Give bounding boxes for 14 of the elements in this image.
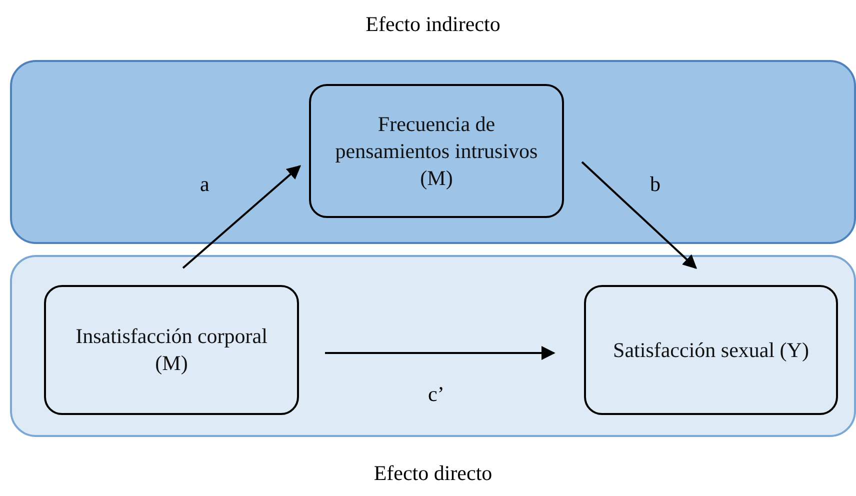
band-heading: Efecto directo xyxy=(372,461,494,486)
variable-box xyxy=(584,285,838,415)
arrow xyxy=(581,161,698,269)
edge-label: c’ xyxy=(428,382,444,407)
variable-label: Satisfacción sexual (Y) xyxy=(613,336,809,364)
band-heading: Efecto indirecto xyxy=(364,12,502,37)
arrow xyxy=(182,165,302,269)
variable-label: Insatisfacción corporal (M) xyxy=(74,323,268,377)
arrow xyxy=(325,346,556,360)
edge-label: a xyxy=(200,172,210,197)
variable-box xyxy=(44,285,299,415)
variable-box xyxy=(309,84,564,218)
edge-label: b xyxy=(650,172,660,197)
variable-label: Frecuencia de pensamientos intrusivos (M) xyxy=(334,110,539,192)
